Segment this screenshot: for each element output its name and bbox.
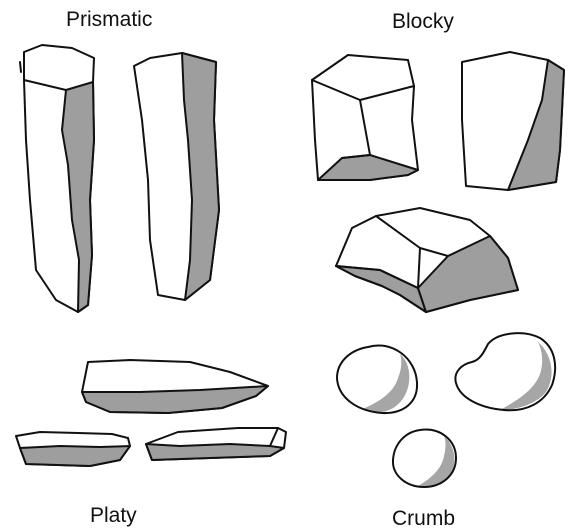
blocky-block-3 bbox=[336, 208, 518, 312]
crumb-aggregate-1 bbox=[337, 345, 417, 413]
platy-plate-2 bbox=[16, 432, 130, 466]
prismatic-column-2 bbox=[134, 53, 219, 300]
crumb-aggregate-2 bbox=[455, 333, 555, 410]
platy-plate-1 bbox=[82, 360, 268, 413]
platy-plate-3 bbox=[146, 428, 286, 460]
blocky-block-2 bbox=[462, 52, 564, 190]
prismatic-column-1 bbox=[20, 45, 94, 312]
blocky-block-1 bbox=[312, 55, 418, 180]
crumb-aggregate-3 bbox=[393, 430, 456, 487]
